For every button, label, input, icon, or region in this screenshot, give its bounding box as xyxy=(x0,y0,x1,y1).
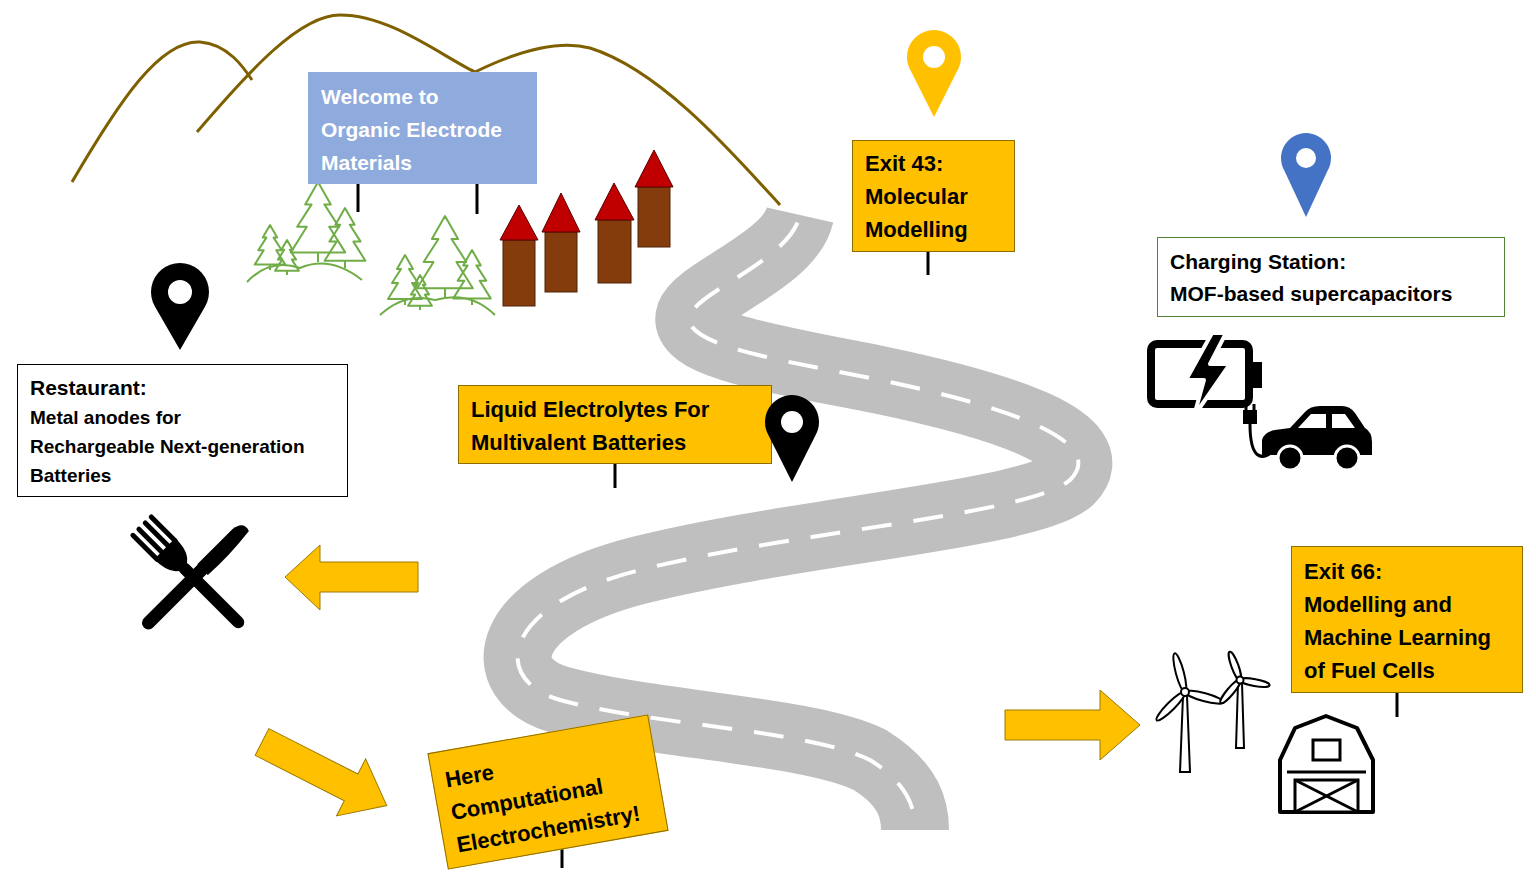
ground-arc xyxy=(247,264,362,282)
sign-text: Metal anodes for Rechargeable Next-gener… xyxy=(30,403,308,490)
house-body xyxy=(545,232,577,292)
sign-heading: Exit 43: xyxy=(865,147,1004,180)
sign-post xyxy=(357,184,360,212)
barn-door-cross xyxy=(1295,780,1358,812)
map-pin xyxy=(765,395,819,482)
car-window xyxy=(1298,414,1326,428)
tree-icon xyxy=(325,208,366,268)
sign-post xyxy=(614,464,617,488)
mountain-line xyxy=(72,42,252,182)
map-pin-hole xyxy=(781,411,803,433)
car-window xyxy=(1332,414,1355,428)
knife-icon xyxy=(144,521,252,629)
station-sign: Charging Station:MOF-based supercapacito… xyxy=(1157,237,1505,317)
battery-tip xyxy=(1250,362,1262,388)
turbine-tower xyxy=(1180,696,1190,772)
barn-beam xyxy=(1287,771,1366,774)
house-roof xyxy=(595,183,634,220)
sign-heading: Restaurant: xyxy=(30,373,308,403)
turbine-tower xyxy=(1236,683,1244,748)
exit-sign: Exit 66:Modelling and Machine Learning o… xyxy=(1291,546,1523,693)
sign-heading: Charging Station: xyxy=(1170,246,1494,278)
sign-text: Here Computational Electrochemistry! xyxy=(443,730,655,862)
barn-door-cross xyxy=(1295,780,1358,812)
sign-text: MOF-based supercapacitors xyxy=(1170,278,1494,310)
map-pin-hole xyxy=(923,46,945,68)
restaurant-sign: Restaurant:Metal anodes for Rechargeable… xyxy=(17,364,348,497)
sign-text: Liquid Electrolytes For Multivalent Batt… xyxy=(471,393,761,459)
sign-post xyxy=(1396,693,1399,717)
here-sign: Here Computational Electrochemistry! xyxy=(427,714,668,869)
tree-icon xyxy=(275,240,299,275)
fork-head xyxy=(154,538,195,579)
sign-heading: Exit 66: xyxy=(1304,555,1512,588)
direction-arrow xyxy=(247,713,401,834)
sign-text: Welcome to Organic Electrode Materials xyxy=(321,80,512,179)
barn-door xyxy=(1295,780,1358,812)
turbine-blade xyxy=(1184,688,1225,706)
car-wheel xyxy=(1278,446,1302,470)
map-pin xyxy=(1281,133,1331,217)
sign-post xyxy=(927,252,930,275)
tree-icon xyxy=(408,275,432,310)
direction-arrow xyxy=(285,545,418,610)
fork-tine xyxy=(133,535,157,559)
house-body xyxy=(598,220,631,283)
barn-icon xyxy=(1280,716,1373,812)
fork-tine xyxy=(151,517,175,541)
sign-post xyxy=(476,184,479,214)
sign-text: Molecular Modelling xyxy=(865,180,1004,246)
welcome-sign: Welcome to Organic Electrode Materials xyxy=(308,72,537,184)
house-roof xyxy=(635,150,673,187)
house-roof xyxy=(500,205,538,240)
house-roof xyxy=(542,193,580,232)
fork-tine xyxy=(139,529,163,553)
direction-arrow xyxy=(1005,690,1140,760)
map-pin-hole xyxy=(1296,148,1316,168)
plug-icon xyxy=(1243,410,1257,424)
car-wheel xyxy=(1335,446,1359,470)
fork-tine xyxy=(145,523,169,547)
house-body xyxy=(638,187,670,247)
ground-arc xyxy=(380,297,495,315)
map-pin xyxy=(907,30,961,117)
turbine-hub xyxy=(1237,677,1244,684)
house-body xyxy=(503,240,535,306)
lightning-bolt xyxy=(1186,333,1230,416)
exit-sign: Exit 43:Molecular Modelling xyxy=(852,140,1015,252)
plug-prong xyxy=(1245,404,1248,410)
barn-window xyxy=(1313,740,1340,760)
road-sign: Liquid Electrolytes For Multivalent Batt… xyxy=(458,385,772,464)
plug-prong xyxy=(1253,404,1256,410)
knife-handle xyxy=(148,569,202,623)
turbine-hub xyxy=(1181,688,1189,696)
sign-text: Modelling and Machine Learning of Fuel C… xyxy=(1304,588,1512,687)
map-pin xyxy=(151,263,209,350)
map-pin-hole xyxy=(168,280,192,304)
turbine-blade xyxy=(1171,652,1189,693)
